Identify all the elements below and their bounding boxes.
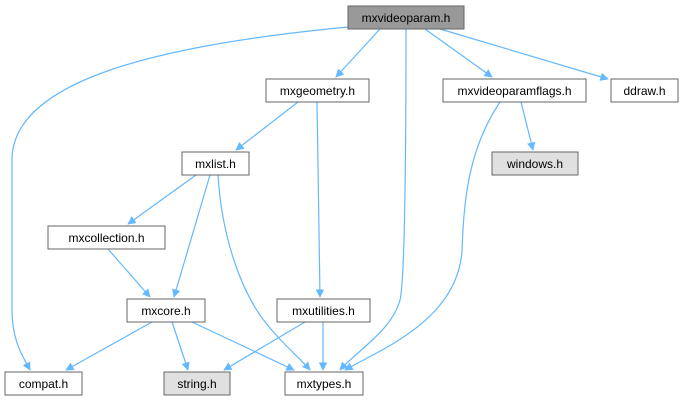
node-mxvideoparam-label: mxvideoparam.h	[362, 11, 451, 25]
node-mxvideoparamflags-box	[442, 78, 587, 103]
node-mxcore-label: mxcore.h	[141, 304, 190, 318]
node-mxtypes-label: mxtypes.h	[297, 377, 352, 391]
node-compat[interactable]: compat.h	[4, 371, 83, 396]
edge-mxvideoparam-to-ddraw	[439, 28, 609, 81]
node-mxutilities-box	[276, 298, 371, 323]
edge-mxutilities-to-string	[223, 321, 306, 371]
edge-mxlist-to-mxcollection	[127, 174, 197, 225]
node-mxlist-label: mxlist.h	[195, 157, 236, 171]
node-mxcollection-box	[47, 225, 166, 250]
edges	[11, 26, 609, 371]
edge-mxvideoparamflags-to-mxtypes	[344, 101, 501, 371]
edge-mxcore-to-string	[171, 321, 190, 371]
edge-mxvideoparamflags-to-windows	[520, 101, 536, 151]
node-mxvideoparamflags-label: mxvideoparamflags.h	[457, 84, 571, 98]
node-mxgeometry-box	[265, 78, 370, 103]
node-ddraw-box	[610, 78, 679, 103]
edge-mxlist-to-mxtypes	[217, 174, 311, 371]
nodes: mxvideoparam.h mxgeometry.h mxvideoparam…	[4, 5, 679, 396]
node-string-box	[163, 371, 231, 396]
node-mxlist[interactable]: mxlist.h	[181, 151, 250, 176]
edge-mxvideoparam-to-mxvideoparamflags	[424, 28, 493, 78]
node-mxvideoparam[interactable]: mxvideoparam.h	[347, 5, 465, 30]
node-mxcore-box	[126, 298, 206, 323]
edge-mxcore-to-mxtypes	[191, 321, 295, 371]
node-mxvideoparamflags[interactable]: mxvideoparamflags.h	[442, 78, 587, 103]
node-mxgeometry-label: mxgeometry.h	[280, 84, 355, 98]
node-string[interactable]: string.h	[163, 371, 231, 396]
node-windows-box	[491, 151, 579, 176]
edge-mxgeometry-to-mxlist	[235, 101, 299, 151]
node-mxcollection-label: mxcollection.h	[68, 231, 144, 245]
node-mxutilities[interactable]: mxutilities.h	[276, 298, 371, 323]
edge-mxgeometry-to-mxutilities	[315, 101, 325, 298]
node-mxutilities-label: mxutilities.h	[292, 304, 355, 318]
node-mxgeometry[interactable]: mxgeometry.h	[265, 78, 370, 103]
node-mxlist-box	[181, 151, 250, 176]
node-mxtypes-box	[284, 371, 364, 396]
edge-mxvideoparam-to-mxtypes	[339, 28, 407, 371]
edge-mxcollection-to-mxcore	[107, 248, 151, 298]
node-string-label: string.h	[177, 377, 216, 391]
edge-mxvideoparam-to-mxgeometry	[335, 28, 381, 78]
node-mxtypes[interactable]: mxtypes.h	[284, 371, 364, 396]
node-windows[interactable]: windows.h	[491, 151, 579, 176]
node-compat-label: compat.h	[19, 377, 68, 391]
node-ddraw-label: ddraw.h	[623, 84, 665, 98]
node-mxcollection[interactable]: mxcollection.h	[47, 225, 166, 250]
node-compat-box	[4, 371, 83, 396]
edge-mxcore-to-compat	[65, 321, 153, 371]
node-mxvideoparam-box	[347, 5, 465, 30]
edge-mxvideoparam-to-compat	[11, 26, 349, 371]
edge-mxlist-to-mxcore	[172, 174, 211, 298]
node-mxcore[interactable]: mxcore.h	[126, 298, 206, 323]
node-windows-label: windows.h	[506, 157, 563, 171]
node-ddraw[interactable]: ddraw.h	[610, 78, 679, 103]
